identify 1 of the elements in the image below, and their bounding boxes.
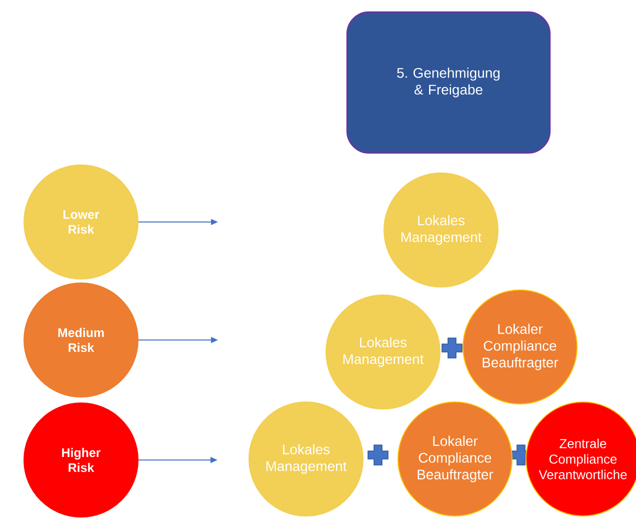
process-box: 5. Genehmigung & Freigabe <box>346 11 551 154</box>
